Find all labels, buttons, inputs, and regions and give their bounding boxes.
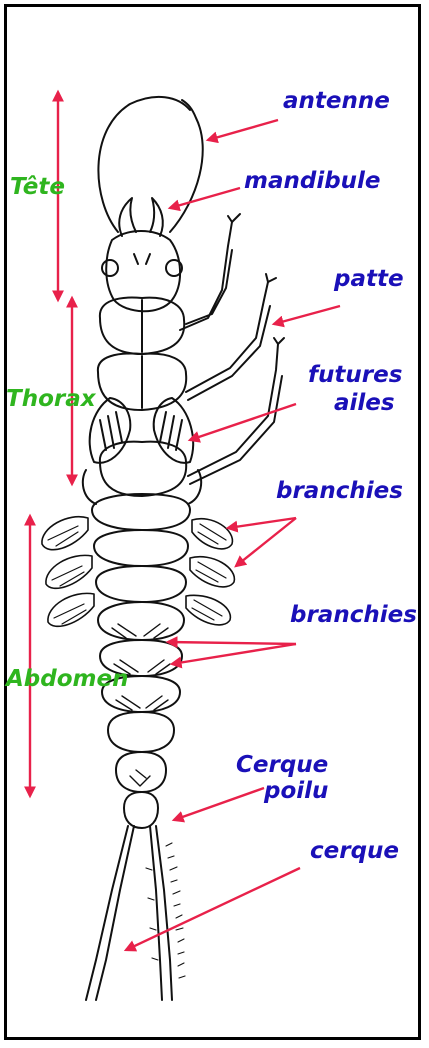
label-tete: Tête [10,174,65,200]
antenna-right [170,100,203,232]
label-patte: patte [333,266,404,292]
mandible-right [150,198,163,236]
label-mandibule: mandibule [244,168,381,194]
leg-front [180,222,232,330]
label-cerque: cerque [310,838,399,864]
gills [42,517,235,627]
arrow-branchies-2a [168,642,296,644]
abdomen-segment-2 [94,530,188,566]
label-cerque-poilu-2: poilu [263,778,328,804]
region-labels: Tête Thorax Abdomen [4,174,128,692]
label-branchies-1: branchies [276,478,403,504]
label-branchies-2: branchies [290,602,417,628]
arrow-mandibule [170,188,240,208]
abdomen-segment-9 [124,792,158,828]
arrow-antenne [208,120,278,140]
label-futures: futures [308,362,402,388]
insect-drawing [42,97,284,1000]
label-ailes: ailes [334,390,395,416]
abdomen-segment-4 [98,602,184,640]
part-labels: antenne mandibule patte futures ailes br… [236,88,417,864]
cercus-left [86,826,128,1000]
abdomen-segment-3 [96,566,186,602]
abdomen-segment-7 [108,712,174,752]
label-thorax: Thorax [6,386,97,412]
eye-left [102,260,118,276]
antenna-left [98,97,190,232]
label-antenne: antenne [283,88,390,114]
arrow-branchies-2b [172,644,296,664]
arrow-ailes [190,404,296,440]
arrow-cerque [126,868,300,950]
abdomen-segment-8 [116,752,166,792]
metathorax [100,442,186,496]
label-cerque-poilu-1: Cerque [236,752,328,778]
leg-middle [186,282,270,400]
arrow-patte [274,306,340,324]
arrow-cerque-poilu [174,788,264,820]
label-abdomen: Abdomen [4,666,128,692]
mandible-left [119,198,136,236]
abdomen-segment-1 [92,494,190,530]
